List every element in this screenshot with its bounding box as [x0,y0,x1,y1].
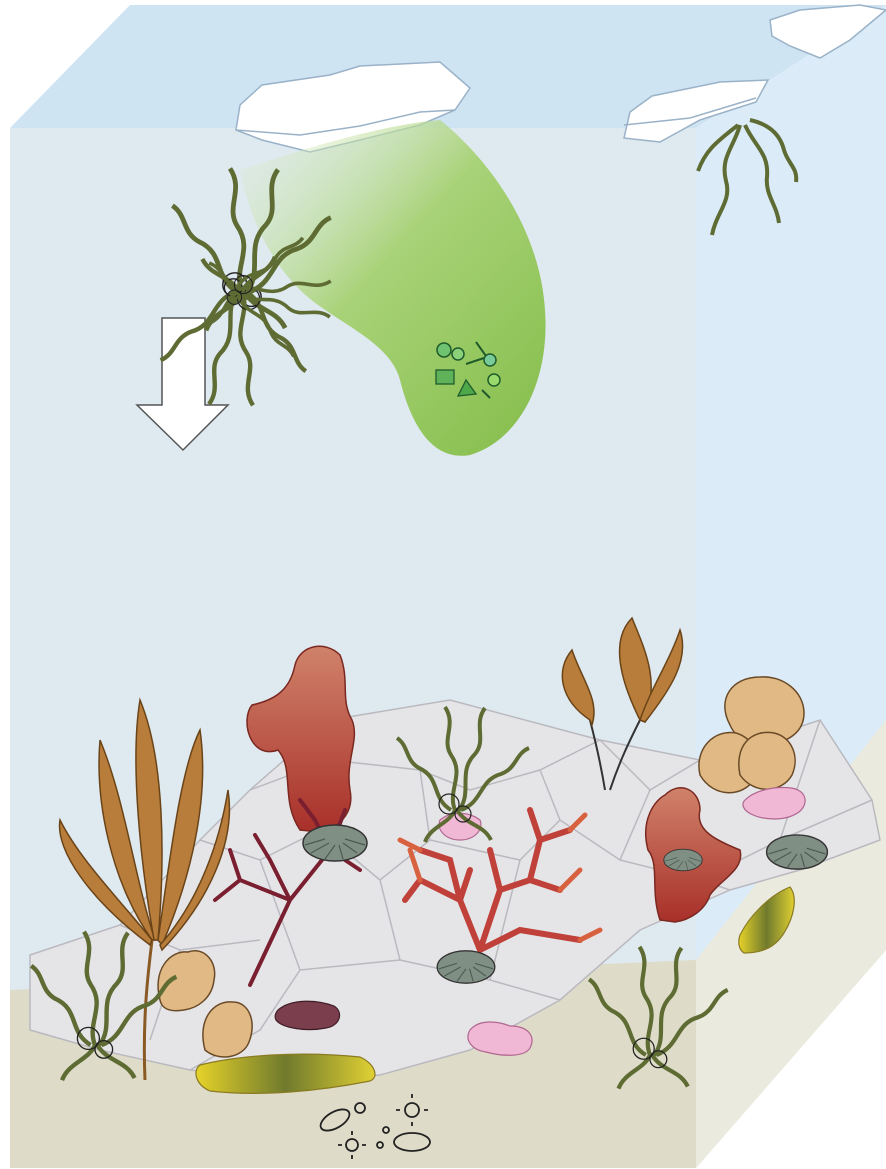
ecosystem-svg [0,0,886,1169]
ecosystem-diagram [0,0,886,1169]
